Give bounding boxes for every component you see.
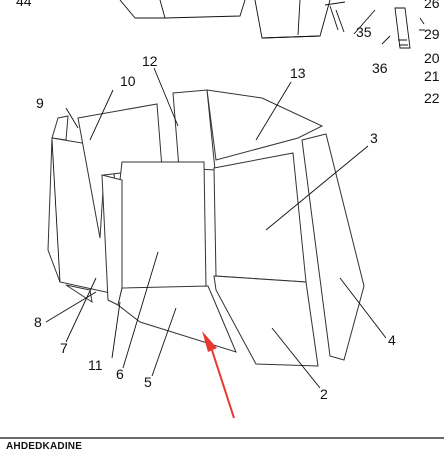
panel-5 bbox=[117, 285, 237, 353]
part-labels: 44 26 29 35 20 21 22 36 12 10 13 9 3 8 7… bbox=[16, 0, 440, 402]
label-29: 29 bbox=[424, 26, 440, 42]
label-22: 22 bbox=[424, 90, 440, 106]
panel-6 bbox=[119, 161, 207, 289]
label-3: 3 bbox=[370, 130, 378, 146]
label-9: 9 bbox=[36, 95, 44, 111]
label-11: 11 bbox=[88, 357, 103, 373]
label-5: 5 bbox=[144, 374, 152, 390]
label-21: 21 bbox=[424, 68, 440, 84]
label-12: 12 bbox=[142, 53, 158, 69]
highlight-arrow bbox=[202, 331, 235, 419]
leader-lines bbox=[45, 9, 391, 389]
panel-3 bbox=[213, 152, 307, 283]
label-26: 26 bbox=[424, 0, 440, 11]
label-20: 20 bbox=[424, 50, 440, 66]
label-4: 4 bbox=[388, 332, 396, 348]
footer-title: AHDEDKADINE bbox=[6, 441, 83, 452]
label-36: 36 bbox=[372, 60, 388, 76]
label-8: 8 bbox=[34, 314, 42, 330]
panel-2 bbox=[213, 275, 319, 367]
label-10: 10 bbox=[120, 73, 136, 89]
label-7: 7 bbox=[60, 340, 68, 356]
label-6: 6 bbox=[116, 366, 124, 382]
top-assembly bbox=[119, 0, 425, 49]
label-2: 2 bbox=[320, 386, 328, 402]
label-44: 44 bbox=[16, 0, 32, 9]
panel-4 bbox=[301, 133, 365, 361]
label-13: 13 bbox=[290, 65, 306, 81]
panel-9-edge bbox=[51, 115, 69, 141]
panel-8 bbox=[65, 284, 93, 304]
label-35: 35 bbox=[356, 24, 372, 40]
panel-13 bbox=[206, 89, 324, 161]
